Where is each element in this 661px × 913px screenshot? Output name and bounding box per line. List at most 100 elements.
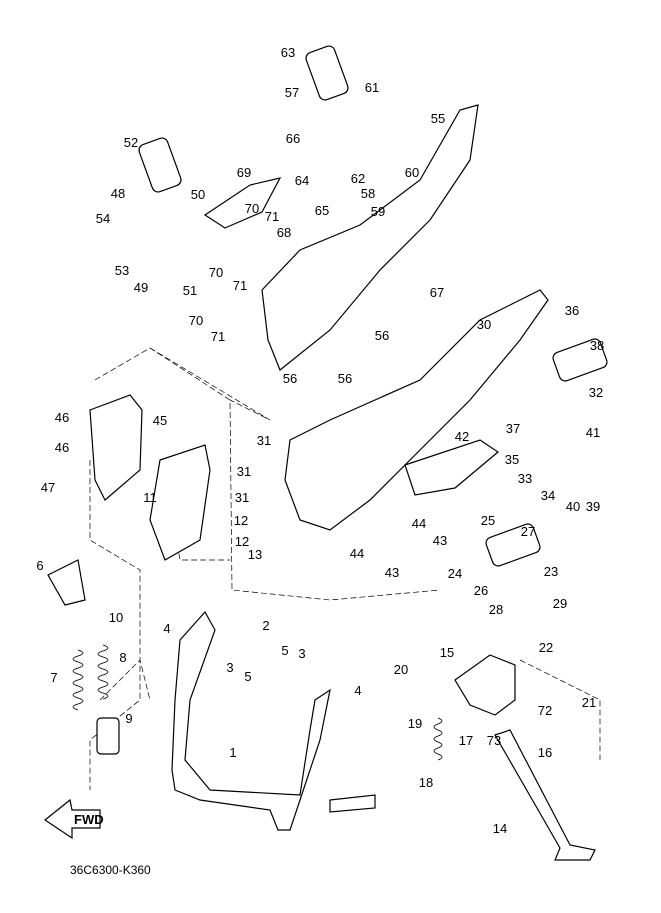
callout-4: 4 [354,683,361,698]
fwd-arrow-icon: FWD [43,798,104,840]
diagram-code: 36C6300-K360 [70,863,151,877]
callout-56: 56 [375,328,389,343]
callout-48: 48 [111,186,125,201]
callout-65: 65 [315,203,329,218]
spring-8 [97,644,109,700]
callout-7: 7 [50,670,57,685]
guide-line [149,347,271,421]
callout-44: 44 [412,516,426,531]
callout-46: 46 [55,440,69,455]
callout-70: 70 [209,265,223,280]
callout-46: 46 [55,410,69,425]
callout-23: 23 [544,564,558,579]
center-stand [171,610,331,831]
callout-25: 25 [481,513,495,528]
callout-32: 32 [589,385,603,400]
callout-26: 26 [474,583,488,598]
callout-31: 31 [237,464,251,479]
callout-60: 60 [405,165,419,180]
callout-5: 5 [244,669,251,684]
callout-29: 29 [553,596,567,611]
callout-14: 14 [493,821,507,836]
callout-56: 56 [338,371,352,386]
callout-10: 10 [109,610,123,625]
callout-43: 43 [385,565,399,580]
callout-2: 2 [262,618,269,633]
spring-7 [72,649,84,711]
rear-heel-guard [203,177,282,229]
callout-35: 35 [505,452,519,467]
callout-56: 56 [283,371,297,386]
callout-71: 71 [211,329,225,344]
spring-hook-bracket [47,559,86,606]
callout-47: 47 [41,480,55,495]
footpeg-rubber-63 [305,45,349,101]
callout-31: 31 [257,433,271,448]
callout-36: 36 [565,303,579,318]
callout-62: 62 [351,171,365,186]
callout-39: 39 [586,499,600,514]
front-footrest-bracket [284,289,549,531]
callout-69: 69 [237,165,251,180]
callout-50: 50 [191,187,205,202]
callout-24: 24 [448,566,462,581]
callout-61: 61 [365,80,379,95]
callout-53: 53 [115,263,129,278]
callout-66: 66 [286,131,300,146]
callout-71: 71 [265,209,279,224]
callout-41: 41 [586,425,600,440]
footpeg-rubber-38 [552,338,608,382]
callout-70: 70 [189,313,203,328]
callout-55: 55 [431,111,445,126]
callout-17: 17 [459,733,473,748]
guide-line [99,659,151,701]
callout-21: 21 [582,695,596,710]
callout-3: 3 [298,646,305,661]
footpeg-rubber-52 [138,137,182,193]
callout-34: 34 [541,488,555,503]
callout-5: 5 [281,643,288,658]
callout-13: 13 [248,547,262,562]
callout-68: 68 [277,225,291,240]
callout-37: 37 [506,421,520,436]
callout-18: 18 [419,775,433,790]
callout-58: 58 [361,186,375,201]
stand-foot [329,794,376,813]
callout-16: 16 [538,745,552,760]
callout-67: 67 [430,285,444,300]
callout-59: 59 [371,204,385,219]
callout-45: 45 [153,413,167,428]
guide-line [94,347,441,601]
plate-45 [89,394,143,501]
callout-30: 30 [477,317,491,332]
fwd-label: FWD [74,812,104,827]
callout-6: 6 [36,558,43,573]
callout-51: 51 [183,283,197,298]
callout-8: 8 [119,650,126,665]
callout-31: 31 [235,490,249,505]
callout-12: 12 [235,534,249,549]
callout-73: 73 [487,733,501,748]
callout-70: 70 [245,201,259,216]
guide-line [89,460,141,790]
callout-44: 44 [350,546,364,561]
callout-3: 3 [226,660,233,675]
rear-footrest-bracket [261,104,479,371]
callout-33: 33 [518,471,532,486]
side-stand [494,729,596,861]
callout-54: 54 [96,211,110,226]
callout-15: 15 [440,645,454,660]
heel-guard [404,439,499,496]
callout-9: 9 [125,711,132,726]
callout-12: 12 [234,513,248,528]
footpeg-rubber-27 [485,523,541,567]
callout-49: 49 [134,280,148,295]
callout-64: 64 [295,173,309,188]
guide-line [519,659,601,760]
callout-71: 71 [233,278,247,293]
callout-38: 38 [590,338,604,353]
callout-4: 4 [163,621,170,636]
callout-28: 28 [489,602,503,617]
callout-40: 40 [566,499,580,514]
